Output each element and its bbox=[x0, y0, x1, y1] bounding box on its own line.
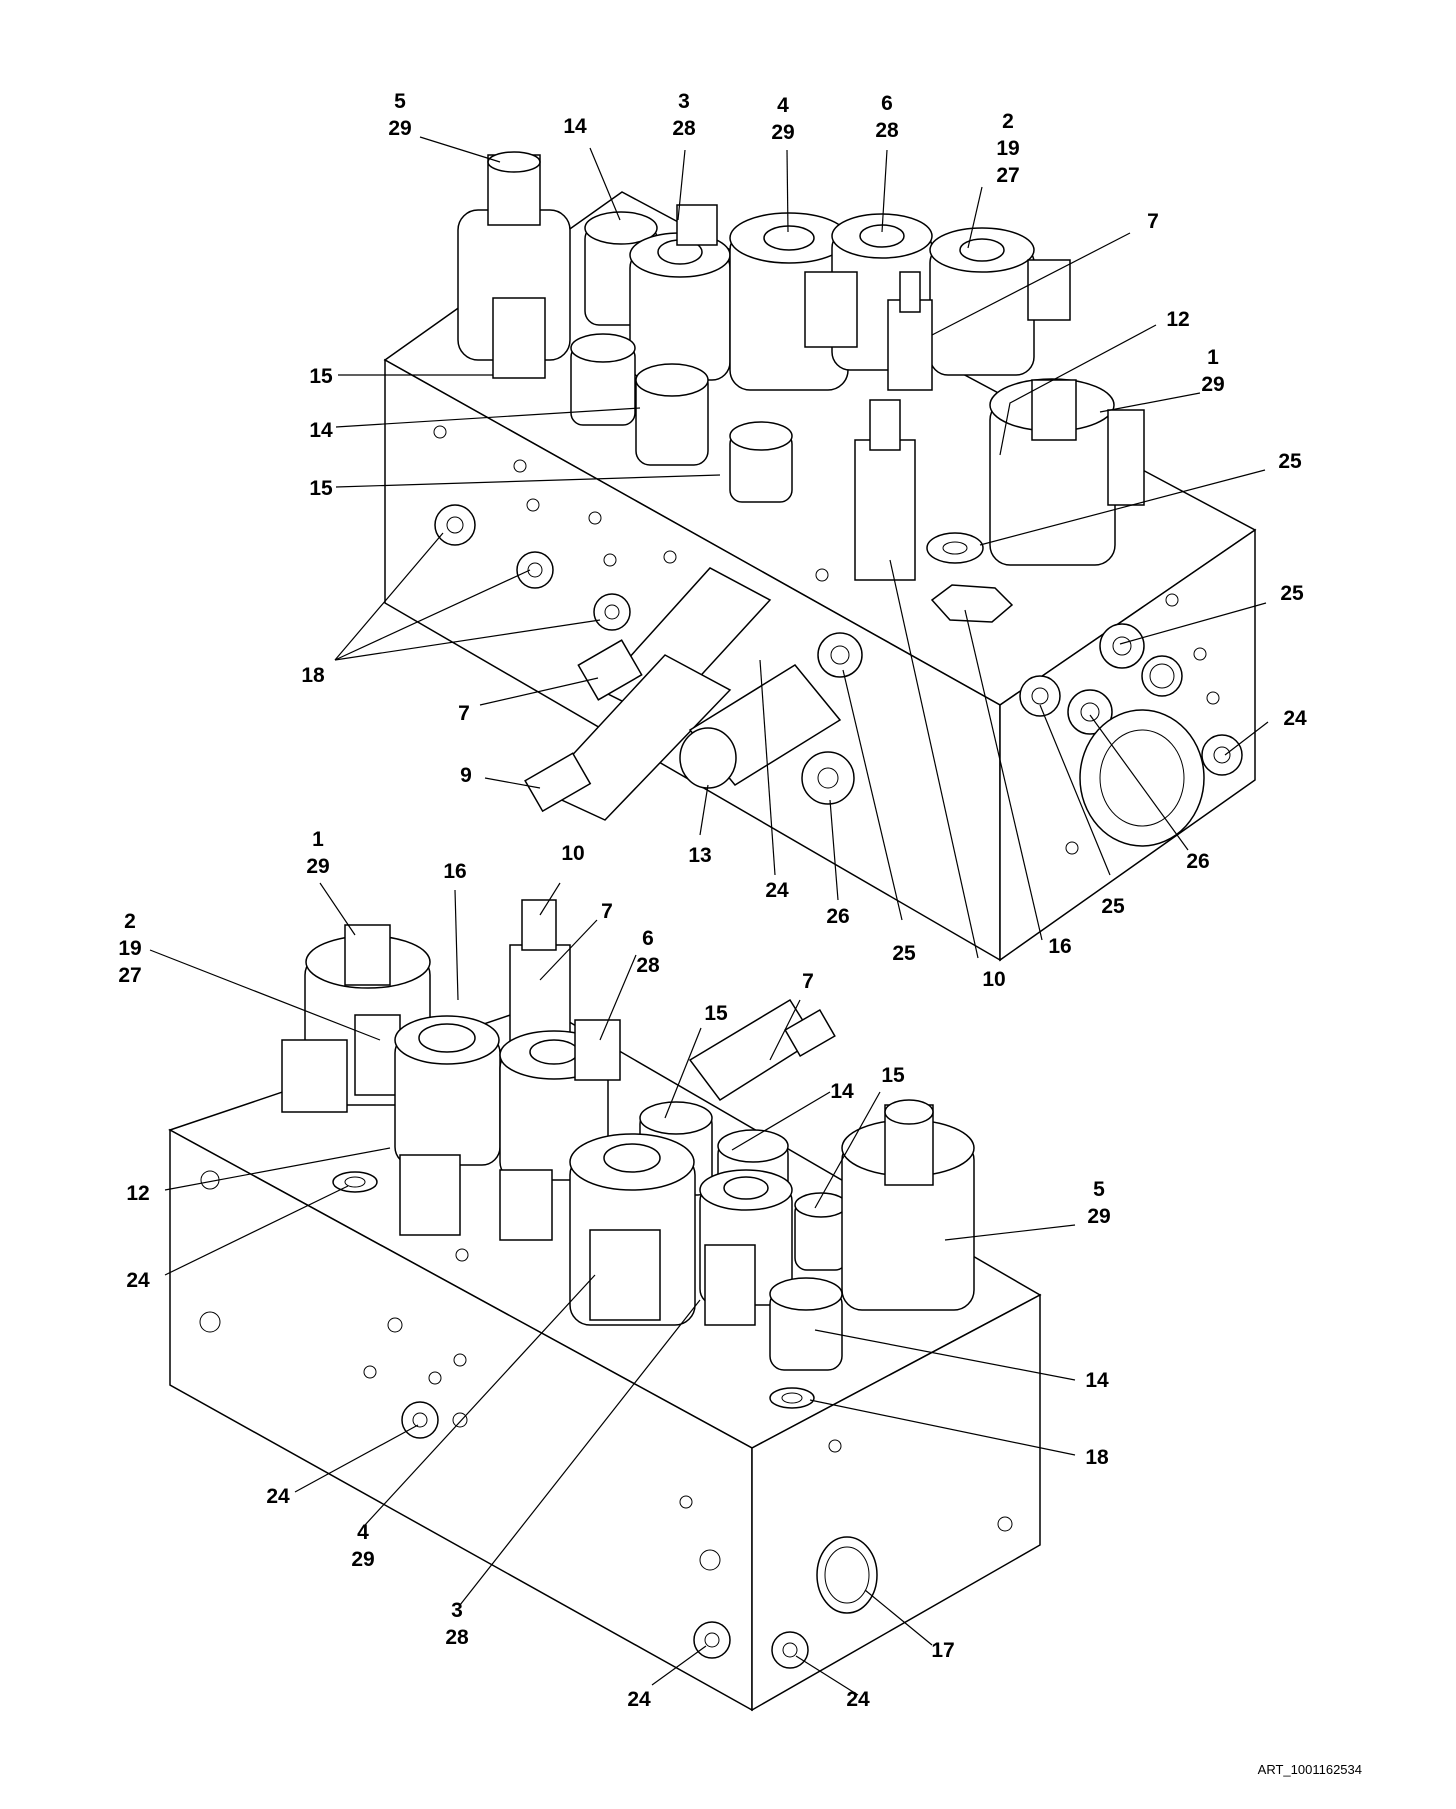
callout-l-15a: 15 bbox=[704, 1002, 728, 1025]
callout-l-7a: 7 bbox=[601, 900, 613, 923]
upper-front-ports bbox=[433, 425, 863, 805]
plug-l15b bbox=[794, 1192, 848, 1271]
callout-l-24d: 24 bbox=[846, 1688, 870, 1711]
cartridge-9 bbox=[524, 654, 732, 821]
callout-l-14b: 14 bbox=[1085, 1369, 1109, 1392]
callout-u-24a: 24 bbox=[1283, 707, 1307, 730]
connector-l2 bbox=[281, 1014, 401, 1113]
callout-u-25b: 25 bbox=[1280, 582, 1304, 605]
plug-16 bbox=[930, 584, 1014, 623]
solenoid-l3 bbox=[699, 1169, 793, 1326]
lower-manifold-assembly bbox=[168, 899, 1042, 1712]
plug-l14b bbox=[769, 1277, 843, 1371]
callout-l-14a: 14 bbox=[830, 1080, 854, 1103]
fitting-25 bbox=[926, 532, 984, 564]
callout-u-7b: 7 bbox=[458, 702, 470, 725]
callout-u-7a: 7 bbox=[1147, 210, 1159, 233]
callout-l-12: 12 bbox=[126, 1182, 149, 1205]
valve-10 bbox=[854, 399, 916, 581]
callout-u-16a: 16 bbox=[1048, 935, 1071, 958]
callout-u-25c: 25 bbox=[892, 942, 916, 965]
callout-u-15b: 15 bbox=[309, 477, 333, 500]
lower-solenoid-coils bbox=[281, 899, 975, 1371]
solenoid-3 bbox=[629, 204, 731, 381]
callout-u-15a: 15 bbox=[309, 365, 333, 388]
callout-l-10: 10 bbox=[561, 842, 584, 865]
callout-u-26b: 26 bbox=[1186, 850, 1209, 873]
plug-15a bbox=[570, 333, 636, 426]
callout-u-14a: 14 bbox=[563, 115, 587, 138]
callout-u-10a: 10 bbox=[982, 968, 1005, 991]
plug-15b bbox=[729, 421, 793, 503]
callout-l-16: 16 bbox=[443, 860, 466, 883]
callout-l-7b: 7 bbox=[802, 970, 814, 993]
leader-lines bbox=[149, 136, 1269, 1696]
solenoid-l6 bbox=[499, 1019, 621, 1241]
callout-l-24a: 24 bbox=[126, 1269, 150, 1292]
callout-u-25d: 25 bbox=[1101, 895, 1125, 918]
solenoid-6 bbox=[804, 213, 933, 371]
lower-ports bbox=[199, 1170, 1013, 1669]
upper-manifold-assembly bbox=[383, 151, 1257, 962]
callout-u-14b: 14 bbox=[309, 419, 333, 442]
solenoid-l5 bbox=[841, 1099, 975, 1311]
callout-l-24b: 24 bbox=[266, 1485, 290, 1508]
solenoid-4 bbox=[729, 212, 849, 391]
solenoid-2 bbox=[929, 227, 1071, 376]
callout-u-26a: 26 bbox=[826, 905, 849, 928]
cartridge-l7 bbox=[688, 998, 836, 1102]
callout-l-17: 17 bbox=[931, 1639, 954, 1662]
callout-l-24c: 24 bbox=[627, 1688, 651, 1711]
callout-l-15b: 15 bbox=[881, 1064, 905, 1087]
upper-solenoid-coils bbox=[457, 151, 1145, 623]
plug-14b bbox=[635, 363, 709, 466]
solenoid-l4 bbox=[569, 1133, 696, 1326]
solenoid-5 bbox=[457, 151, 571, 379]
callout-u-18: 18 bbox=[301, 664, 325, 687]
callout-u-25a: 25 bbox=[1278, 450, 1302, 473]
callout-u-12: 12 bbox=[1166, 308, 1189, 331]
callout-l-18: 18 bbox=[1085, 1446, 1109, 1469]
upper-side-ports bbox=[1019, 593, 1243, 855]
valve-12 bbox=[887, 271, 933, 391]
callout-u-24b: 24 bbox=[765, 879, 789, 902]
callout-u-13: 13 bbox=[688, 844, 711, 867]
callout-u-9: 9 bbox=[460, 764, 472, 787]
art-id-label: ART_1001162534 bbox=[1257, 1762, 1362, 1777]
solenoid-l-center bbox=[394, 1015, 501, 1236]
solenoid-1 bbox=[989, 378, 1145, 566]
